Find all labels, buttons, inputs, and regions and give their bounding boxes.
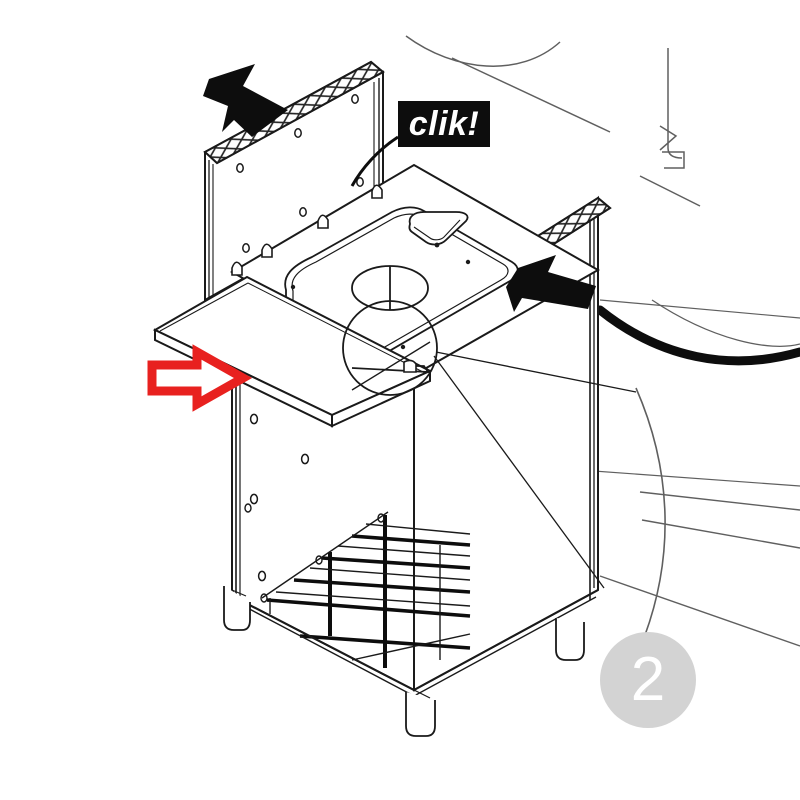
- cabinet-feet: [223, 586, 599, 737]
- step-number-text: 2: [630, 645, 666, 714]
- clik-leader-line: [350, 135, 399, 187]
- insert-arrow-right: [506, 255, 596, 312]
- bottom-grate: [244, 503, 471, 668]
- insert-arrow-left: [203, 64, 288, 137]
- clik-callout-label: clik!: [398, 101, 490, 147]
- clik-callout-text: clik!: [408, 105, 480, 143]
- step-number-badge: 2: [600, 632, 696, 728]
- background-reference-lines: [405, 35, 800, 649]
- background-thick-arc: [595, 305, 800, 366]
- detail-callout-circle: [342, 300, 637, 589]
- shelf-insert-arrow[interactable]: [147, 344, 253, 412]
